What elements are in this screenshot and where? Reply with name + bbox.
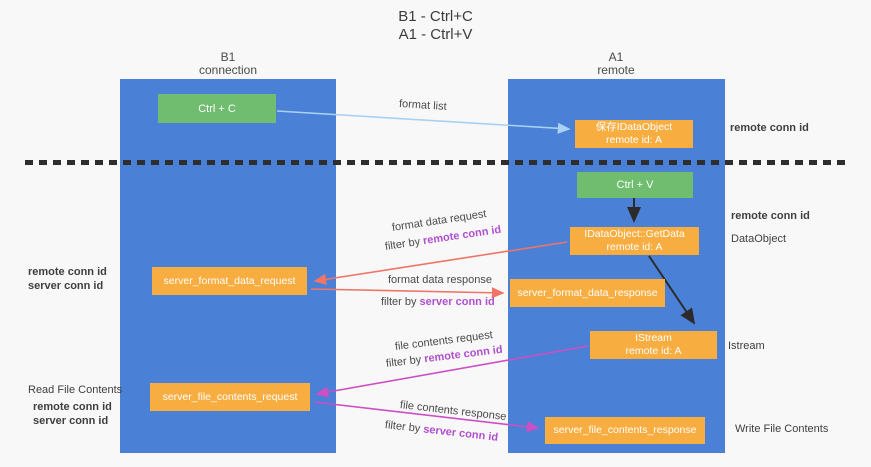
filter-by-text: filter by xyxy=(385,353,422,370)
file-contents-response-label: file contents response xyxy=(399,399,508,424)
getdata-box: IDataObject::GetData remote id: A xyxy=(570,227,699,255)
remote-conn-id-annotation-top: remote conn id xyxy=(730,122,809,134)
istream-line1: IStream xyxy=(635,332,672,344)
server-format-data-request-label: server_format_data_request xyxy=(163,274,296,287)
dataobject-annotation: DataObject xyxy=(731,233,787,245)
getdata-line2: remote id: A xyxy=(606,241,663,253)
server-file-contents-response-box: server_file_contents_response xyxy=(545,417,705,444)
title-line-2: A1 - Ctrl+V xyxy=(398,26,473,43)
filter-by-text: filter by xyxy=(384,419,421,435)
remote-conn-id-annotation-mid: remote conn id xyxy=(731,210,810,222)
server-conn-id-annotation-left1: server conn id xyxy=(28,280,104,292)
remote-conn-id-annotation-left1: remote conn id xyxy=(28,266,107,278)
filter-by-text: filter by xyxy=(381,296,417,308)
save-idataobject-box: 保存IDataObject remote id: A xyxy=(575,120,693,148)
title-line-1: B1 - Ctrl+C xyxy=(398,8,473,25)
getdata-line1: IDataObject::GetData xyxy=(584,228,685,240)
diagram-title: B1 - Ctrl+C A1 - Ctrl+V xyxy=(0,8,871,44)
ctrl-c-label: Ctrl + C xyxy=(198,102,236,115)
format-data-response-label: format data response xyxy=(388,274,492,286)
ctrl-v-box: Ctrl + V xyxy=(577,172,693,198)
write-file-contents-annotation: Write File Contents xyxy=(735,423,829,435)
save-idataobject-line2: remote id: A xyxy=(605,134,663,146)
filter-by-text: filter by xyxy=(384,235,421,253)
left-column-name: B1 xyxy=(220,50,236,64)
remote-conn-id-annotation-left2: remote conn id xyxy=(33,401,112,413)
format-list-label: format list xyxy=(398,98,447,113)
server-conn-id-text: server conn id xyxy=(419,296,495,308)
ctrl-v-label: Ctrl + V xyxy=(616,179,654,191)
server-conn-id-text: server conn id xyxy=(422,423,499,444)
server-conn-id-annotation-left2: server conn id xyxy=(33,415,109,427)
phase-separator-dashed-line xyxy=(25,160,845,165)
server-file-contents-request-box: server_file_contents_request xyxy=(150,383,310,411)
server-file-contents-request-label: server_file_contents_request xyxy=(162,390,298,403)
istream-box: IStream remote id: A xyxy=(590,331,717,359)
save-idataobject-line1: 保存IDataObject xyxy=(595,121,673,133)
server-format-data-response-label: server_format_data_response xyxy=(517,286,658,299)
right-column-role: remote xyxy=(597,63,635,77)
ctrl-c-box: Ctrl + C xyxy=(158,94,276,123)
server-format-data-request-box: server_format_data_request xyxy=(152,267,307,295)
format-data-response-filter-label: filter by server conn id xyxy=(381,296,495,308)
istream-annotation: Istream xyxy=(728,340,765,352)
server-file-contents-response-label: server_file_contents_response xyxy=(553,424,697,436)
read-file-contents-annotation: Read File Contents xyxy=(28,384,123,396)
right-column-header: A1 remote xyxy=(558,51,674,77)
istream-line2: remote id: A xyxy=(625,345,682,357)
arrow-format-data-response xyxy=(310,287,505,299)
server-format-data-response-box: server_format_data_response xyxy=(510,279,665,307)
right-column-name: A1 xyxy=(608,50,624,64)
left-column-role: connection xyxy=(198,63,258,77)
left-column-header: B1 connection xyxy=(170,51,286,77)
file-contents-response-filter-label: filter by server conn id xyxy=(384,419,498,444)
